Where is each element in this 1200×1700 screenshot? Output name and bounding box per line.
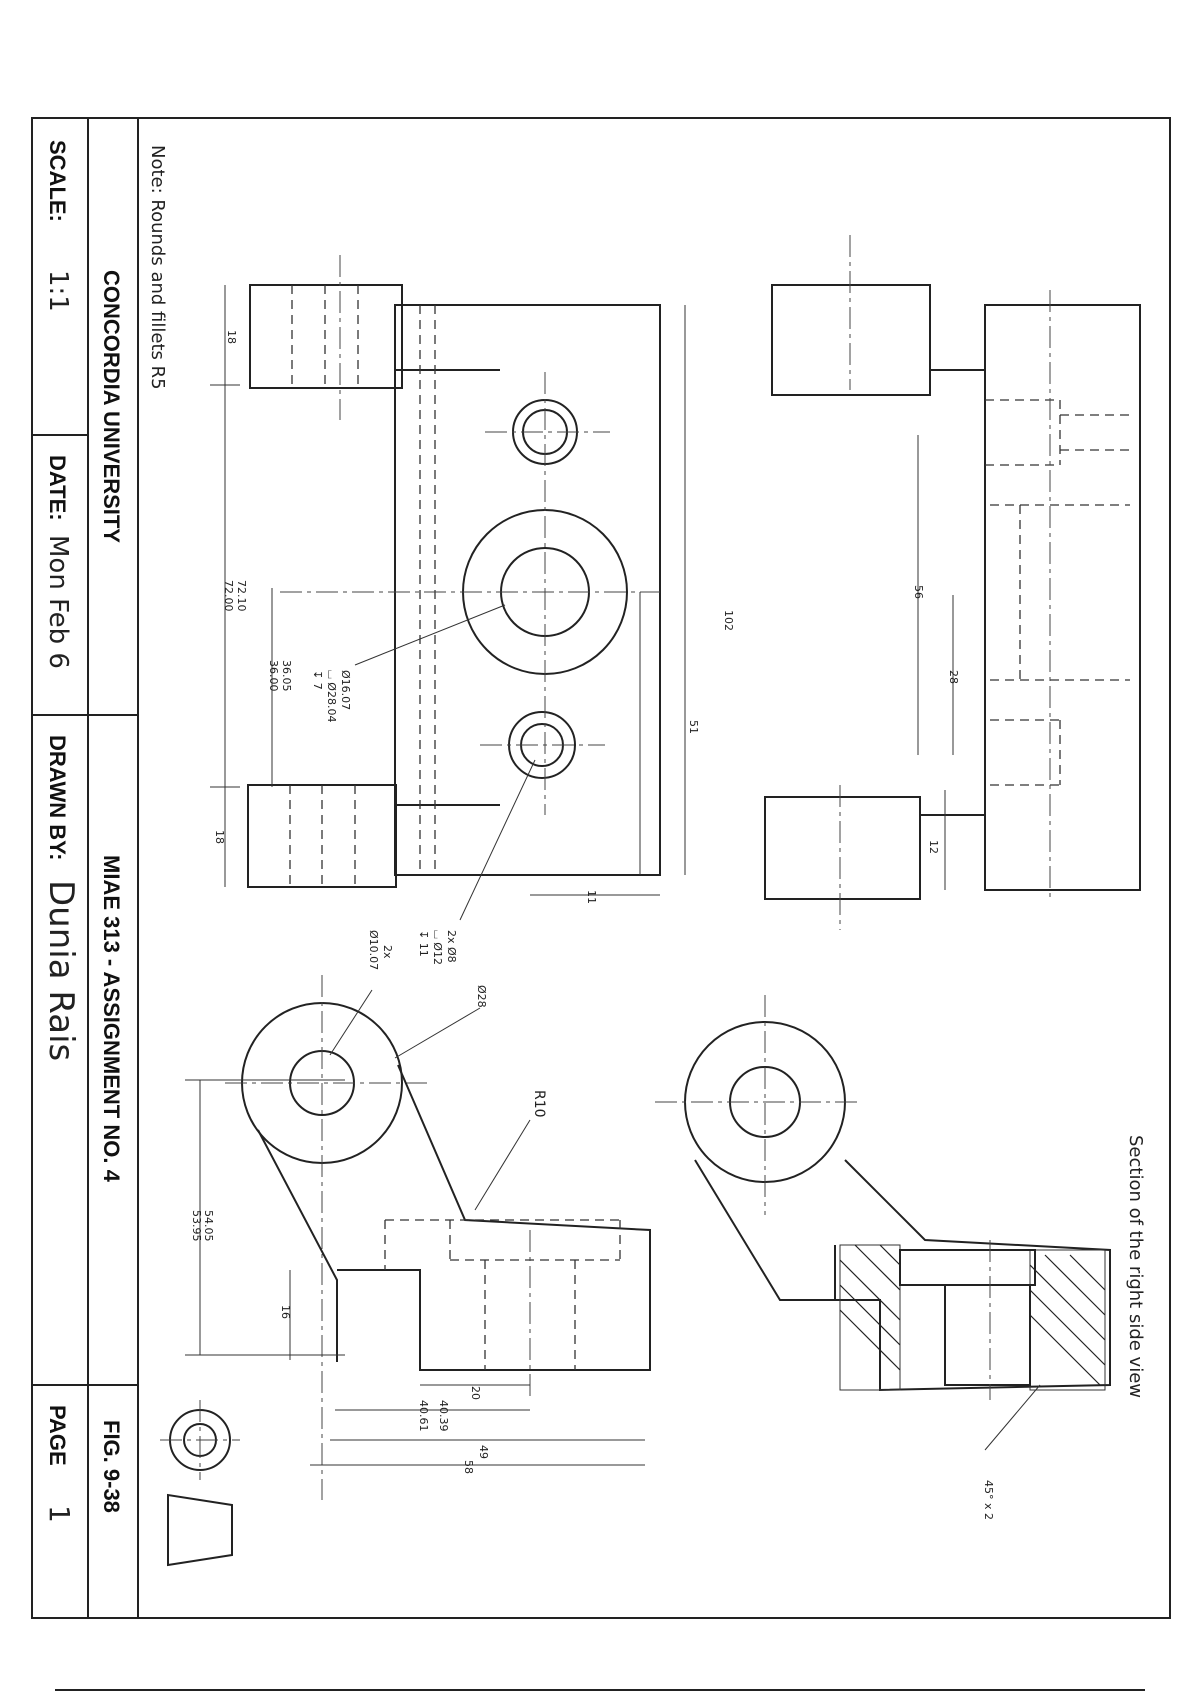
section-view: 45° x 2 Section of the right side view xyxy=(655,995,1146,1520)
dim-12: 12 xyxy=(927,840,940,854)
dim-20: 20 xyxy=(469,1386,482,1400)
front-view: 56 28 12 xyxy=(764,235,1141,930)
callout-dia28: Ø28 xyxy=(475,985,488,1008)
dim-36-00: 36.00 xyxy=(267,660,280,692)
callout-cbore: ⌴ Ø12 xyxy=(431,930,444,965)
dim-16: 16 xyxy=(279,1305,292,1319)
dim-11: 11 xyxy=(585,890,598,904)
date-label: DATE: xyxy=(45,455,70,521)
dim-28: 28 xyxy=(947,670,960,684)
scale-label: SCALE: xyxy=(45,140,70,222)
page-value: 1 xyxy=(43,1505,76,1523)
dim-49: 49 xyxy=(477,1445,490,1459)
dim-51: 51 xyxy=(687,720,700,734)
drawn-by-value: Dunia Rais xyxy=(41,880,81,1061)
projection-symbol xyxy=(160,1400,240,1567)
callout-big-c: ↧ 7 xyxy=(311,670,324,690)
callout-twox: 2x xyxy=(381,945,394,959)
dim-18-bottom: 18 xyxy=(213,830,226,844)
dim-54-05: 54.05 xyxy=(202,1210,215,1242)
university-name: CONCORDIA UNIVERSITY xyxy=(99,270,124,543)
side-view: 54.05 53.95 16 20 40.61 40.39 49 58 R10 … xyxy=(185,930,651,1500)
callout-depth: ↧ 11 xyxy=(417,930,430,957)
drawn-by-label: DRAWN BY: xyxy=(45,735,70,860)
dim-40-39: 40.39 xyxy=(437,1400,450,1432)
sheet-border xyxy=(31,117,1171,1619)
callout-twox-dia: Ø10.07 xyxy=(367,930,380,970)
date-value: Mon Feb 6 xyxy=(43,535,73,669)
general-note: Note: Rounds and fillets R5 xyxy=(147,145,168,390)
dim-36-05: 36.05 xyxy=(280,660,293,692)
scale-value: 1:1 xyxy=(43,270,73,312)
page-label: PAGE xyxy=(45,1405,70,1466)
dim-53-95: 53.95 xyxy=(190,1210,203,1242)
dim-18-top: 18 xyxy=(225,330,238,344)
callout-r10: R10 xyxy=(531,1090,547,1118)
dim-40-61: 40.61 xyxy=(417,1400,430,1432)
chamfer-note: 45° x 2 xyxy=(982,1480,995,1520)
dim-72-00: 72.00 xyxy=(222,580,235,612)
top-view: 18 18 72.10 72.00 36.05 36.00 102 51 11 … xyxy=(210,255,735,965)
dim-102: 102 xyxy=(722,610,735,631)
title-block: SCALE: 1:1 DATE: Mon Feb 6 DRAWN BY: Dun… xyxy=(32,118,139,1618)
figure-number: FIG. 9-38 xyxy=(99,1420,124,1513)
callout-big-a: Ø16.07 xyxy=(339,670,352,710)
dim-58: 58 xyxy=(462,1460,475,1474)
section-title: Section of the right side view xyxy=(1125,1135,1146,1398)
dim-72-10: 72.10 xyxy=(235,580,248,612)
dim-56: 56 xyxy=(912,585,925,599)
callout-holes: 2x Ø8 xyxy=(445,930,458,963)
assignment-title: MIAE 313 - ASSIGNMENT NO. 4 xyxy=(99,855,124,1183)
callout-big-b: ⌴ Ø28.04 xyxy=(325,670,338,722)
